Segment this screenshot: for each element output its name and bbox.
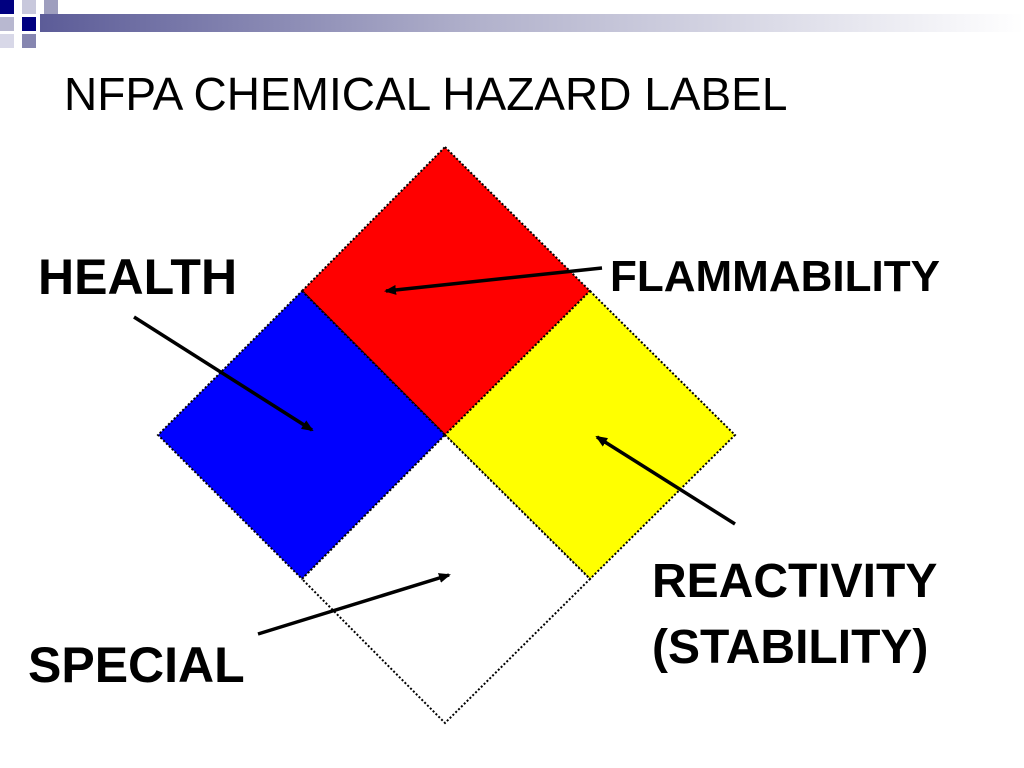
- flammability-arrow: [384, 266, 603, 295]
- health-arrow: [133, 315, 314, 432]
- reactivity-arrow: [595, 435, 736, 526]
- reactivity-label: REACTIVITY: [652, 555, 938, 608]
- special-label: SPECIAL: [28, 637, 245, 693]
- flammability-label: FLAMMABILITY: [610, 252, 940, 301]
- special-arrow: [257, 573, 451, 636]
- header-decoration: [0, 0, 1024, 48]
- stability-label: (STABILITY): [652, 621, 929, 674]
- header-checker-squares: [0, 0, 58, 48]
- header-gradient-band: [40, 14, 1024, 32]
- health-label: HEALTH: [38, 249, 238, 305]
- page-title: NFPA CHEMICAL HAZARD LABEL: [64, 68, 788, 120]
